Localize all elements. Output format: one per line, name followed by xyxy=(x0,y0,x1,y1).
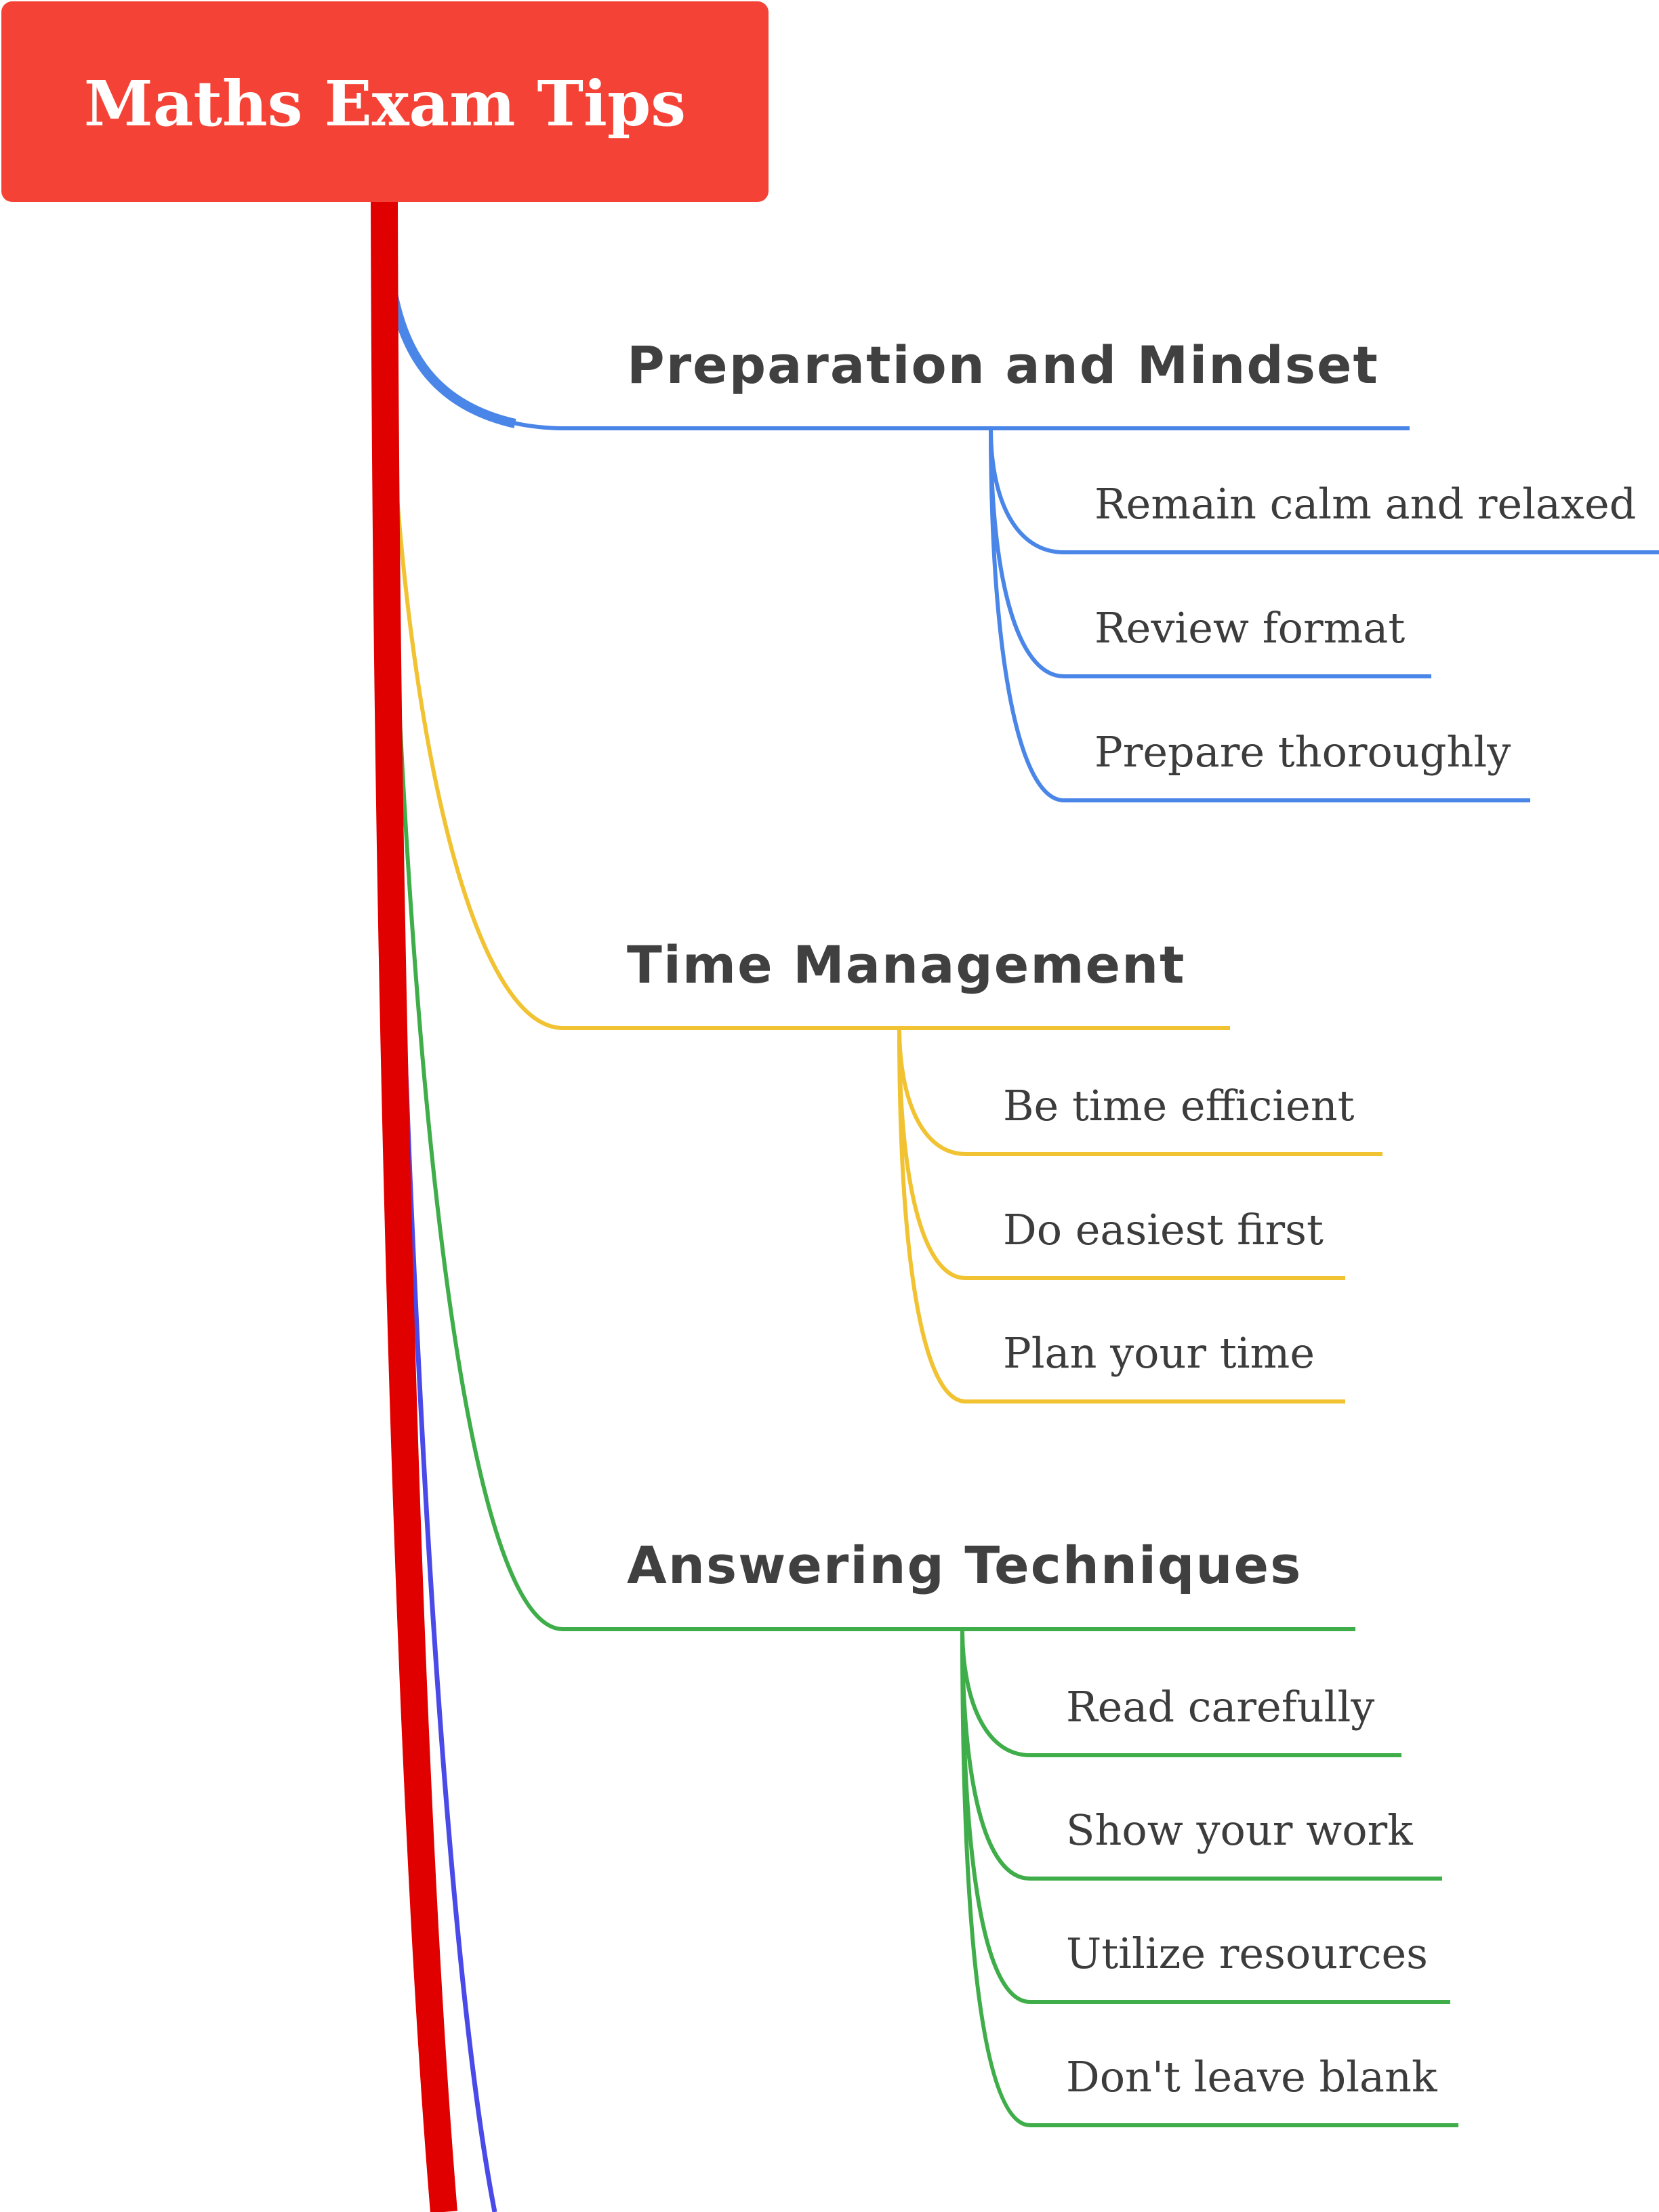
leaf-connector xyxy=(897,1027,1345,1404)
branch-time-management[interactable]: Time Management xyxy=(627,935,1186,995)
leaf-connector xyxy=(960,1629,1458,2127)
leaf-connector xyxy=(989,428,1530,802)
branch-answering-techniques[interactable]: Answering Techniques xyxy=(627,1535,1302,1595)
root-title: Maths Exam Tips xyxy=(84,67,686,140)
branch-title: Answering Techniques xyxy=(627,1535,1302,1595)
branch-connector-answering xyxy=(388,474,1355,1631)
leaf-item[interactable]: Do easiest first xyxy=(1003,1205,1324,1254)
leaves-time-management: Be time efficient Do easiest first Plan … xyxy=(1003,1081,1355,1378)
leaf-item[interactable]: Prepare thoroughly xyxy=(1094,727,1511,777)
leaf-item[interactable]: Be time efficient xyxy=(1003,1081,1355,1130)
leaves-answering-techniques: Read carefully Show your work Utilize re… xyxy=(1066,1682,1437,2102)
branch-connector-time xyxy=(388,379,1230,1030)
leaf-item[interactable]: Read carefully xyxy=(1066,1682,1374,1732)
branch-connector-preparation-thick xyxy=(385,270,516,428)
branch-title: Preparation and Mindset xyxy=(627,335,1379,395)
root-node[interactable]: Maths Exam Tips xyxy=(1,1,769,202)
leaf-item[interactable]: Don't leave blank xyxy=(1066,2052,1437,2102)
branch-title: Time Management xyxy=(627,935,1186,995)
main-trunk-line xyxy=(371,199,457,2212)
leaves-preparation: Remain calm and relaxed Review format Pr… xyxy=(1094,479,1636,777)
leaf-item[interactable]: Utilize resources xyxy=(1066,1929,1428,1978)
leaf-item[interactable]: Remain calm and relaxed xyxy=(1094,479,1636,529)
leaf-item[interactable]: Show your work xyxy=(1066,1805,1413,1855)
leaf-item[interactable]: Plan your time xyxy=(1003,1328,1315,1378)
root-node-box xyxy=(1,1,769,202)
branch-preparation-and-mindset[interactable]: Preparation and Mindset xyxy=(627,335,1379,395)
leaf-item[interactable]: Review format xyxy=(1094,603,1405,653)
connector-lines xyxy=(371,199,1659,2212)
